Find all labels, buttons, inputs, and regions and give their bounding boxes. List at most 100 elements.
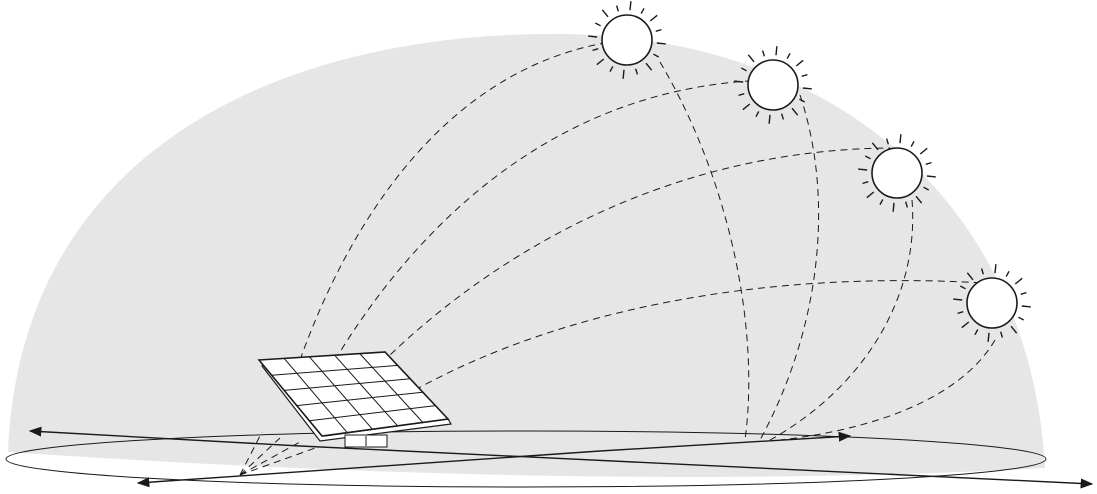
sun-ray (588, 35, 598, 38)
sun-ray (858, 168, 868, 171)
sun-ray (953, 298, 963, 301)
sun-ray (925, 161, 932, 166)
sun-ray (795, 59, 804, 67)
meridian-sun-4 (779, 339, 996, 441)
sun-ray (961, 321, 970, 329)
sun-ray (994, 264, 997, 274)
sun-disc (966, 277, 1018, 329)
sun-icon (858, 134, 936, 212)
sun-ray (596, 58, 605, 66)
sun-icon (588, 1, 666, 79)
sun-ray (1010, 325, 1018, 334)
sun-ray (966, 272, 974, 281)
sun-ray (999, 331, 1004, 338)
sun-ray (775, 46, 778, 56)
sun-ray (862, 180, 869, 185)
sun-ray (1018, 316, 1025, 321)
sun-ray (592, 47, 599, 52)
sun-ray (742, 103, 751, 111)
meridian-sun-3 (769, 199, 914, 441)
suns-group (588, 1, 1031, 342)
base-ray-2 (239, 437, 281, 476)
sun-ray (974, 329, 979, 336)
sun-ray (738, 92, 745, 97)
sun-ray (656, 42, 666, 45)
sight-line-sun-4 (414, 280, 986, 391)
axis-north-south (599, 431, 852, 452)
panel-grid-col-line (283, 358, 348, 433)
sun-ray (1021, 305, 1031, 308)
sun-ray (923, 186, 930, 191)
sun-ray (629, 1, 632, 11)
sun-ray (740, 67, 747, 72)
sun-ray (885, 138, 890, 145)
sun-disc (871, 147, 923, 199)
sun-ray (645, 62, 653, 71)
sun-ray (959, 285, 966, 290)
sun-ray (1005, 270, 1010, 277)
sun-ray (609, 66, 614, 73)
sky-dome (8, 33, 1045, 477)
sun-disc (747, 59, 799, 111)
sun-ray (655, 28, 662, 33)
sun-ray (780, 113, 785, 120)
sun-ray (791, 107, 799, 116)
panel-grid (271, 353, 436, 433)
sun-ray (879, 199, 884, 206)
panel-grid-col-line (309, 356, 373, 430)
panel-grid-col-line (334, 354, 398, 427)
sun-ray (799, 98, 806, 103)
sun-ray (864, 155, 871, 160)
sun-ray (755, 111, 760, 118)
meridian-sun-2 (759, 94, 820, 441)
solar-panel (257, 351, 452, 448)
axis-east-west-right (299, 445, 1094, 489)
sun-ray (915, 195, 923, 204)
sun-ray (926, 175, 936, 178)
sun-ray (1020, 291, 1027, 296)
ground-plane-ellipse (5, 430, 1047, 488)
sun-ray (747, 54, 755, 63)
panel-grid-row-line (271, 364, 398, 376)
sight-line-sun-1 (299, 39, 626, 361)
sun-ray (871, 142, 879, 151)
sun-ray (910, 140, 915, 147)
axis-east-west (28, 426, 301, 447)
sun-ray (622, 69, 625, 79)
sun-ray (594, 22, 601, 27)
sun-ray (640, 7, 645, 14)
sun-ray (892, 202, 895, 212)
sun-ray (768, 114, 771, 124)
sun-ray (734, 80, 744, 83)
sun-ray (1014, 277, 1023, 285)
panel-grid-col-line (359, 353, 424, 423)
sight-line-sun-3 (364, 147, 891, 381)
sun-ray (786, 52, 791, 59)
sun-ray (980, 268, 985, 275)
sun-ray (801, 73, 808, 78)
sun-ray (649, 14, 658, 22)
sun-ray (634, 68, 639, 75)
sun-ray (866, 191, 875, 199)
sun-ray (615, 5, 620, 12)
sun-ray (987, 332, 990, 342)
sun-icon (734, 46, 812, 124)
base-ray-1 (239, 431, 263, 476)
sun-disc (601, 14, 653, 66)
sight-line-sun-2 (334, 79, 771, 361)
sun-ray (904, 201, 909, 208)
sun-ray (957, 310, 964, 315)
panel-grid-row-line (309, 405, 436, 422)
meridian-sun-1 (659, 61, 750, 441)
sun-ray (899, 134, 902, 144)
axis-north-south-left (136, 450, 601, 488)
panel-grid-row-line (296, 391, 423, 407)
sun-ray (653, 53, 660, 58)
panel-grid-row-line (284, 378, 411, 391)
sun-icon (953, 264, 1031, 342)
sun-ray (802, 87, 812, 90)
sun-ray (601, 9, 609, 18)
ground-axes (28, 426, 1094, 489)
